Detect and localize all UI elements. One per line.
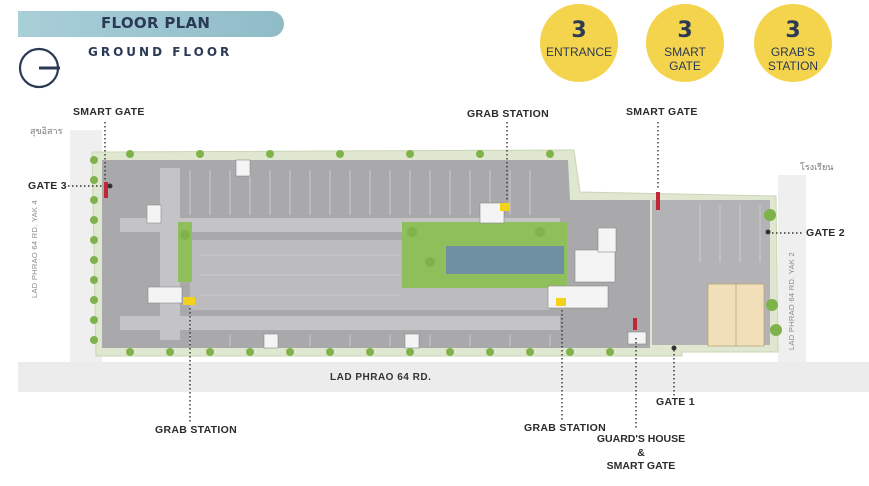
entrance-stat: 3 ENTRANCE [540, 4, 618, 82]
grab-station-label: GRAB'S STATION [767, 45, 819, 73]
guards-house-line-1: GUARD'S HOUSE [596, 433, 686, 445]
grab-marker-right [556, 298, 566, 306]
right-road [778, 175, 806, 362]
building-cores [146, 159, 647, 349]
gate1-dot [671, 345, 677, 351]
grab-station-bottom-left-label: GRAB STATION [155, 424, 237, 436]
grab-station-stat: 3 GRAB'S STATION [754, 4, 832, 82]
left-road-label: LAD PHRAO 64 RD. YAK 4 [30, 199, 39, 298]
smart-gate-marker-bottom [633, 318, 637, 330]
thai-right-label: โรงเรียน [800, 163, 834, 173]
tree-border [90, 150, 782, 356]
smart-gate-marker-right [656, 192, 660, 210]
main-road-label: LAD PHRAO 64 RD. [330, 372, 432, 383]
gate-2-label: GATE 2 [806, 227, 845, 239]
guards-house-line-2: & [637, 446, 645, 459]
entrance-label: ENTRANCE [546, 45, 613, 59]
entrance-count: 3 [571, 18, 587, 43]
smart-gate-left-label: SMART GATE [73, 106, 145, 118]
thai-top-left-label: สุขอิสาร [30, 127, 63, 137]
smart-gate-stat: 3 SMART GATE [646, 4, 724, 82]
guards-house-label: GUARD'S HOUSE & SMART GATE [596, 433, 686, 474]
grab-station-count: 3 [785, 18, 801, 43]
page-title: FLOOR PLAN [101, 14, 211, 32]
smart-gate-right-label: SMART GATE [626, 106, 698, 118]
smart-gate-count: 3 [677, 18, 693, 43]
grab-station-top-label: GRAB STATION [467, 108, 549, 120]
drive-lane-bottom [120, 316, 560, 330]
floor-subtitle: GROUND FLOOR [88, 45, 233, 59]
parking-stalls [189, 170, 761, 346]
floor-plan-title-tab: FLOOR PLAN [18, 11, 284, 37]
drive-lane-left [160, 168, 180, 340]
gate-1-label: GATE 1 [656, 396, 695, 408]
grab-marker-left [183, 297, 195, 305]
guards-house-line-3: SMART GATE [606, 460, 676, 472]
leader-lines [68, 122, 804, 430]
gate3-dot [107, 183, 113, 189]
gate-3-label: GATE 3 [28, 180, 67, 192]
smart-gate-label: SMART GATE [664, 45, 706, 73]
north-arrow-icon [18, 47, 60, 89]
main-road [18, 362, 869, 392]
smart-gate-marker-left [104, 182, 108, 198]
pool [446, 246, 564, 274]
grab-marker-top [500, 203, 510, 211]
right-road-label: LAD PHRAO 64 RD. YAK 2 [787, 251, 796, 350]
grab-station-bottom-right-label: GRAB STATION [524, 422, 606, 434]
gate2-dot [765, 229, 771, 235]
